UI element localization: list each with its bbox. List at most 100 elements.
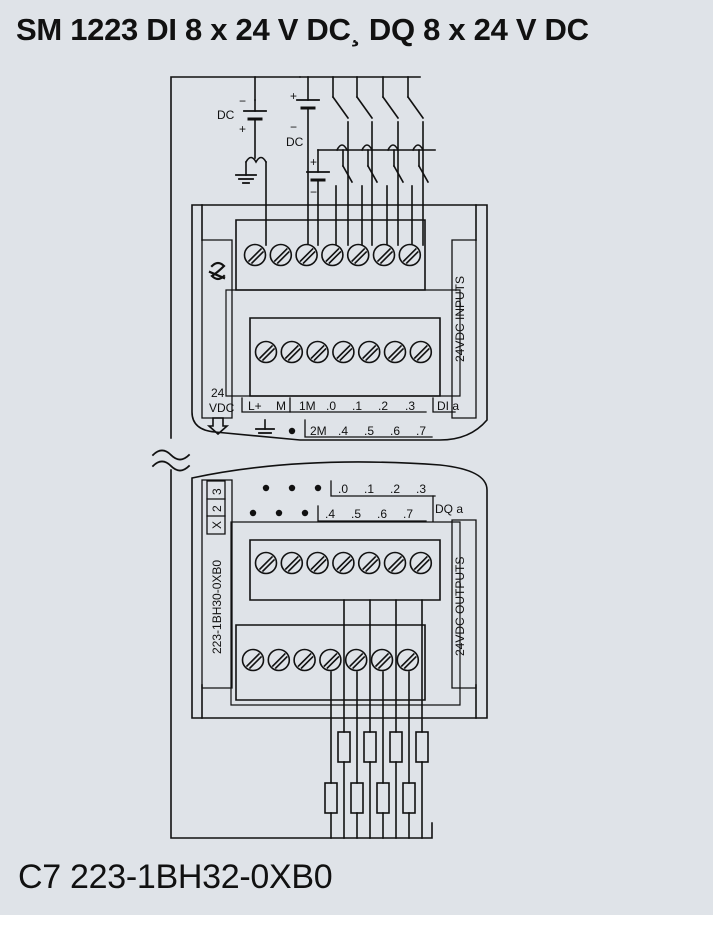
ground-icon bbox=[235, 156, 268, 246]
output-module-housing bbox=[191, 461, 488, 719]
input-labels-top-row: L+ M 1M .0 .1 .2 .3 bbox=[248, 399, 415, 413]
dc-supply-inputs bbox=[296, 76, 421, 246]
output-load bbox=[376, 782, 390, 814]
siemens-logo-icon bbox=[208, 261, 226, 281]
supply-24-label: 24 bbox=[211, 386, 225, 400]
terminal-label: .1 bbox=[352, 399, 362, 413]
output-labels-bottom-row: .4.5.6.7 bbox=[325, 507, 413, 521]
terminal-label: .7 bbox=[416, 424, 426, 438]
terminal-label: .2 bbox=[390, 482, 400, 496]
output-load bbox=[415, 731, 429, 763]
terminal-screw bbox=[306, 340, 329, 364]
terminal-label: 1M bbox=[299, 399, 316, 413]
terminal-label: M bbox=[276, 399, 286, 413]
terminal-label: 2M bbox=[310, 424, 327, 438]
output-load bbox=[350, 782, 364, 814]
terminal-screw bbox=[357, 551, 381, 575]
dc-label-inputs: DC bbox=[286, 135, 304, 149]
sink-arrow-icon bbox=[206, 417, 230, 436]
terminal-screw bbox=[254, 340, 278, 364]
ground-icon bbox=[255, 419, 275, 434]
terminal-label: .5 bbox=[364, 424, 374, 438]
dc-minus-inputs-2: − bbox=[310, 185, 317, 199]
output-loads bbox=[324, 731, 429, 814]
terminal-screw bbox=[383, 340, 407, 364]
terminal-screw bbox=[409, 340, 433, 364]
input-switches-upper bbox=[331, 76, 425, 246]
terminal-screw bbox=[295, 243, 318, 267]
dc-supply-top bbox=[243, 76, 267, 159]
terminal-label: L+ bbox=[248, 399, 262, 413]
terminal-screw bbox=[280, 551, 304, 575]
status-dot bbox=[288, 427, 296, 435]
terminal-screw bbox=[306, 551, 329, 575]
dc-label-top: DC bbox=[217, 108, 235, 122]
input-label-brackets bbox=[241, 397, 456, 438]
input-terminal-block-upper bbox=[243, 243, 422, 267]
dc-plus-top: + bbox=[239, 122, 246, 136]
output-load bbox=[337, 731, 351, 763]
terminal-label: .5 bbox=[351, 507, 361, 521]
terminal-screw bbox=[398, 243, 422, 267]
terminal-screw bbox=[344, 648, 368, 672]
connector-label-3: 3 bbox=[210, 488, 224, 495]
output-group-label: DQ a bbox=[435, 502, 463, 516]
terminal-screw bbox=[321, 243, 344, 267]
input-terminal-block-lower bbox=[254, 340, 433, 364]
terminal-screw bbox=[241, 648, 265, 672]
terminal-screw bbox=[319, 648, 342, 672]
output-module-code: 223-1BH30-0XB0 bbox=[210, 560, 224, 654]
terminal-screw bbox=[332, 340, 355, 364]
terminal-label: .7 bbox=[403, 507, 413, 521]
terminal-screw bbox=[254, 551, 278, 575]
supply-vdc-label: VDC bbox=[209, 401, 235, 415]
terminal-screw bbox=[269, 243, 293, 267]
output-wiring bbox=[330, 599, 423, 839]
terminal-label: .2 bbox=[378, 399, 388, 413]
output-status-dots bbox=[249, 484, 322, 517]
output-load bbox=[324, 782, 338, 814]
terminal-screw bbox=[280, 340, 304, 364]
input-switches-lower bbox=[306, 144, 436, 246]
output-labels-top-row: .0.1.2.3 bbox=[338, 482, 426, 496]
outputs-side-label: 24VDC OUTPUTS bbox=[453, 557, 467, 656]
bottom-band bbox=[0, 915, 713, 929]
dc-plus-inputs-2: + bbox=[310, 155, 317, 169]
output-terminal-block-upper bbox=[254, 551, 433, 575]
inputs-side-label: 24VDC INPUTS bbox=[453, 276, 467, 362]
terminal-label: .3 bbox=[405, 399, 415, 413]
break-mark-icon bbox=[151, 449, 191, 472]
terminal-label: .0 bbox=[326, 399, 336, 413]
terminal-screw bbox=[357, 340, 381, 364]
terminal-screw bbox=[267, 648, 291, 672]
dc-minus-top: − bbox=[239, 94, 246, 108]
diagram-title: SM 1223 DI 8 x 24 V DC¸ DQ 8 x 24 V DC bbox=[16, 12, 589, 47]
connector-label-x: X bbox=[210, 521, 224, 529]
terminal-screw bbox=[243, 243, 267, 267]
terminal-screw bbox=[293, 648, 316, 672]
output-load bbox=[363, 731, 377, 763]
input-group-label: DI a bbox=[437, 399, 459, 413]
input-module-housing bbox=[191, 204, 488, 441]
output-load bbox=[389, 731, 403, 763]
output-load bbox=[402, 782, 416, 814]
terminal-label: .6 bbox=[390, 424, 400, 438]
terminal-screw bbox=[332, 551, 355, 575]
terminal-screw bbox=[346, 243, 370, 267]
terminal-screw bbox=[409, 551, 433, 575]
part-number: C7 223-1BH32-0XB0 bbox=[18, 858, 333, 896]
terminal-label: .4 bbox=[325, 507, 335, 521]
dc-plus-inputs: + bbox=[290, 89, 297, 103]
terminal-label: .0 bbox=[338, 482, 348, 496]
connector-label-box bbox=[206, 480, 226, 535]
terminal-screw bbox=[396, 648, 420, 672]
terminal-screw bbox=[383, 551, 407, 575]
terminal-screw bbox=[372, 243, 396, 267]
return-loop-wire bbox=[170, 76, 433, 839]
output-label-brackets bbox=[317, 480, 436, 522]
terminal-screw bbox=[370, 648, 394, 672]
terminal-label: .1 bbox=[364, 482, 374, 496]
connector-label-2: 2 bbox=[210, 505, 224, 512]
